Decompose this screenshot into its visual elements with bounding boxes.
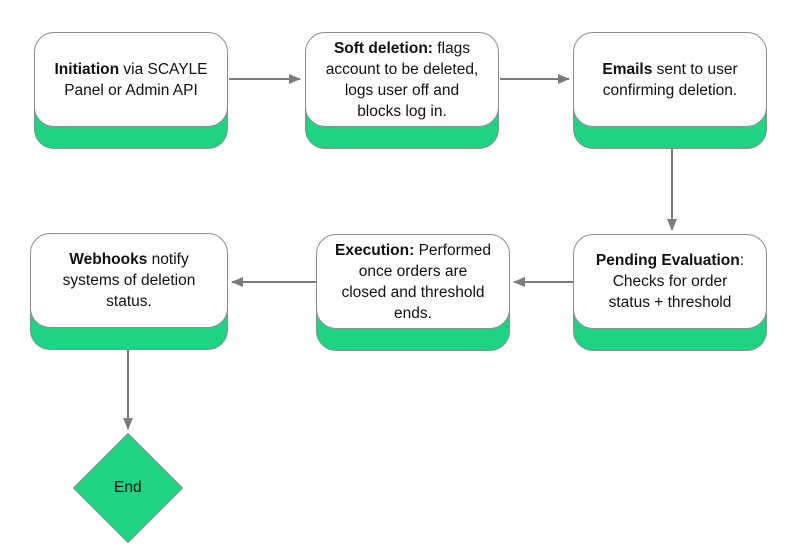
end-terminal-label: End — [114, 479, 142, 496]
